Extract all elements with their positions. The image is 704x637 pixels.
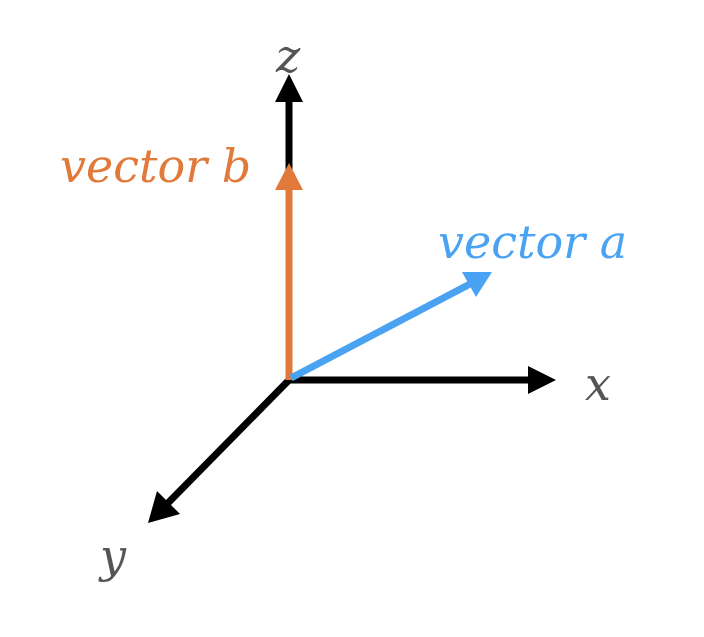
vector-b-arrowhead — [275, 163, 303, 190]
z-axis-label: z — [275, 29, 301, 83]
vector-a — [289, 272, 492, 382]
x-axis-arrowhead — [528, 366, 556, 394]
z-axis-arrowhead — [275, 74, 303, 102]
vector-b — [275, 163, 303, 380]
y-axis — [148, 377, 292, 523]
vector-a-label: vector a — [438, 215, 627, 269]
y-axis-arrowhead — [148, 491, 180, 523]
x-axis-label: x — [585, 357, 611, 411]
vector-a-arrowhead — [462, 272, 492, 297]
x-axis — [289, 366, 556, 394]
y-axis-label: y — [98, 529, 127, 583]
vector-b-label: vector b — [60, 139, 251, 193]
